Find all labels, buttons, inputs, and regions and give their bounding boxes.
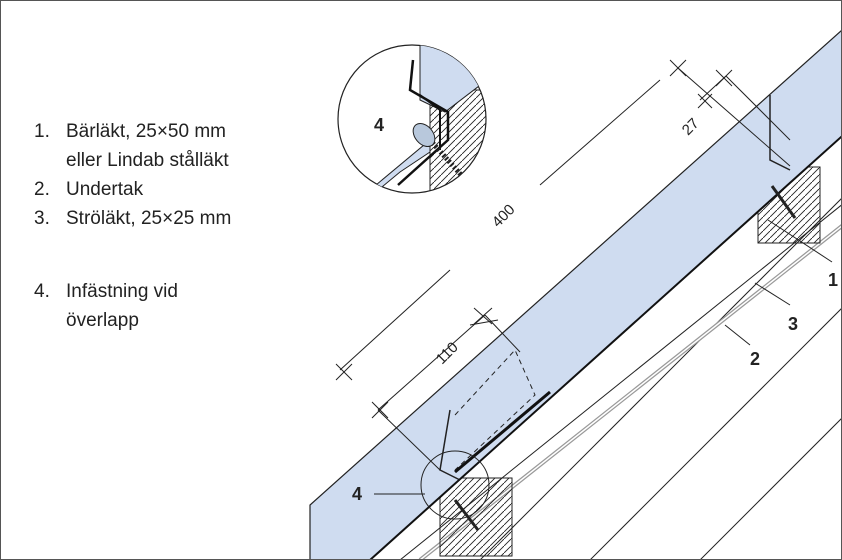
callout-2: 2 <box>750 349 760 369</box>
detail-flashing-inner <box>419 94 441 150</box>
callout-leader-1 <box>767 219 833 263</box>
extension-line <box>677 67 791 167</box>
underlay-line <box>590 308 841 559</box>
legend-item-3: 3. Ströläkt, 25×25 mm <box>34 204 231 233</box>
dimension-line-400 <box>539 79 661 186</box>
legend-line: Infästning vid <box>66 281 178 302</box>
legend-number: 4. <box>34 281 50 302</box>
dimension-400-label: 400 <box>489 201 519 231</box>
callout-4: 4 <box>352 484 362 504</box>
legend-item-1: 1. Bärläkt, 25×50 mm eller Lindab stållä… <box>34 117 231 175</box>
extension-line <box>377 409 441 471</box>
legend-text: Infästning vid överlapp <box>66 277 178 335</box>
legend-number: 3. <box>34 208 50 229</box>
legend-line: eller Lindab stålläkt <box>66 150 229 171</box>
dimension-line-110 <box>377 314 486 411</box>
detail-screw-head <box>412 122 436 148</box>
callout-3: 3 <box>788 314 798 334</box>
legend: 1. Bärläkt, 25×50 mm eller Lindab stållä… <box>34 117 231 335</box>
legend-line: överlapp <box>66 310 139 331</box>
underlay-line <box>700 418 841 559</box>
roof-panel <box>309 30 841 559</box>
detail-marker-circle <box>420 450 490 520</box>
screw-upper <box>770 185 797 219</box>
detail-view: 4 <box>337 44 487 194</box>
callout-leader-3 <box>754 282 791 306</box>
batten-lower <box>439 477 513 557</box>
dimension-110-label: 110 <box>433 339 462 368</box>
underlay-line <box>480 198 841 559</box>
dimension-27-label: 27 <box>679 115 703 139</box>
callout-1: 1 <box>828 270 838 290</box>
detail-flashing <box>397 59 450 186</box>
screw-lower <box>453 499 480 531</box>
legend-item-4: 4. Infästning vid överlapp <box>34 277 231 335</box>
legend-number: 1. <box>34 121 50 142</box>
panel-overlap-edge <box>454 390 551 474</box>
legend-line: Ströläkt, 25×25 mm <box>66 208 232 229</box>
panel-step-upper <box>769 95 791 171</box>
dimension-line-400 <box>339 269 451 371</box>
legend-item-2: 2. Undertak <box>34 175 231 204</box>
extension-line <box>725 75 791 141</box>
legend-line: Undertak <box>66 179 144 200</box>
legend-line: Bärläkt, 25×50 mm <box>66 121 226 142</box>
legend-number: 2. <box>34 179 50 200</box>
detail-callout-4: 4 <box>374 115 384 135</box>
overlap-outline <box>454 349 536 471</box>
callout-leader-2 <box>724 324 751 346</box>
legend-text: Bärläkt, 25×50 mm eller Lindab stålläkt <box>66 117 229 175</box>
detail-batten <box>429 89 486 193</box>
